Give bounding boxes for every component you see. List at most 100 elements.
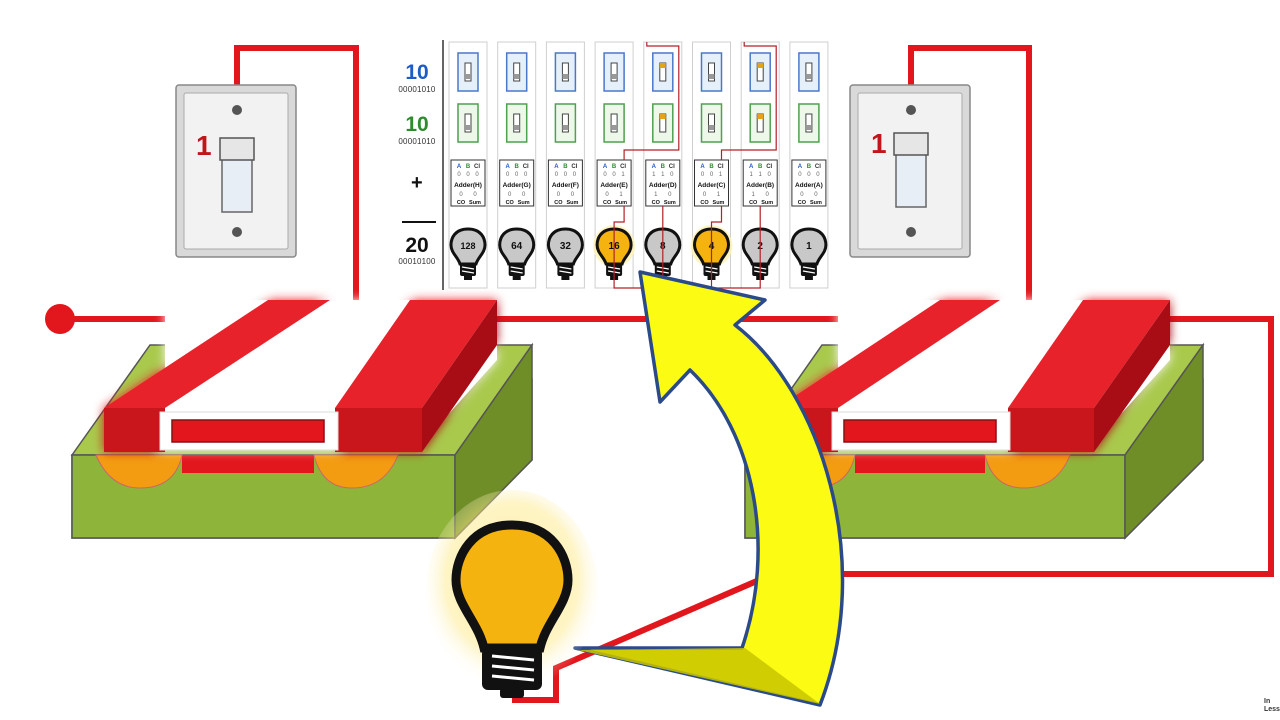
large-light-bulb (426, 490, 598, 698)
operand-b-value: 10 (405, 113, 429, 136)
carry-wires (613, 42, 777, 289)
adder-header-ci: CI (523, 164, 529, 170)
adder-header-ci: CI (571, 164, 577, 170)
adder-header-b: B (515, 164, 520, 170)
adder-header-co: CO (506, 200, 515, 206)
sum-bits: 00010100 (398, 257, 436, 266)
adder-header-b: B (563, 164, 568, 170)
adder-header-co: CO (749, 200, 758, 206)
adder-in-a: 0 (457, 172, 461, 178)
left-wall-switch[interactable] (175, 84, 297, 258)
adder-header-ci: CI (669, 164, 675, 170)
adder-in-ci: 0 (573, 172, 577, 178)
adder-header-co: CO (554, 200, 563, 206)
adder-in-b: 0 (710, 172, 714, 178)
adder-in-a: 1 (750, 172, 754, 178)
adder-header-co: CO (700, 200, 709, 206)
adder-header-sum: Sum (810, 200, 822, 206)
adder-header-co: CO (603, 200, 612, 206)
adder-out-sum: 1 (619, 192, 623, 198)
adder-header-ci: CI (718, 164, 724, 170)
input-terminal (45, 304, 75, 334)
right-wall-switch[interactable] (849, 84, 971, 258)
adder-in-ci: 0 (524, 172, 528, 178)
adder-in-a: 0 (798, 172, 802, 178)
bulb-value-label: 32 (560, 241, 572, 252)
sum-value: 20 (405, 234, 429, 257)
adder-in-b: 1 (661, 172, 665, 178)
adder-box (547, 159, 583, 207)
adder-header-sum: Sum (713, 200, 725, 206)
wire-right-switch-top (908, 45, 1032, 300)
wire-left-switch-top (234, 45, 359, 300)
adder-out-sum: 0 (522, 192, 526, 198)
adder-out-sum: 0 (814, 192, 818, 198)
adder-in-ci: 0 (768, 172, 772, 178)
adder-header-b: B (709, 164, 714, 170)
adder-in-b: 0 (564, 172, 568, 178)
adder-in-ci: 0 (475, 172, 479, 178)
adder-in-a: 1 (652, 172, 656, 178)
adder-out-co: 0 (459, 192, 463, 198)
adder-header-sum: Sum (664, 200, 676, 206)
pointer-arrow (573, 270, 845, 707)
adder-header-b: B (466, 164, 471, 170)
adder-label: Adder(B) (746, 182, 774, 189)
left-switch-state: 1 (196, 130, 212, 161)
adder-out-sum: 0 (473, 192, 477, 198)
adder-label: Adder(G) (503, 182, 531, 189)
adder-header-a: A (506, 164, 511, 170)
adder-header-b: B (661, 164, 666, 170)
adder-header-co: CO (798, 200, 807, 206)
adder-label: Adder(H) (454, 182, 482, 189)
adder-out-co: 0 (508, 192, 512, 198)
adder-in-b: 0 (515, 172, 519, 178)
adder-out-co: 0 (800, 192, 804, 198)
adder-box (694, 159, 729, 207)
adder-out-co: 0 (557, 192, 561, 198)
output-bulb: 128 (449, 227, 487, 280)
bulb-value-label: 64 (511, 241, 523, 252)
output-bulb: 1 (790, 227, 828, 280)
adder-out-sum: 0 (766, 192, 770, 198)
adder-label: Adder(F) (552, 182, 579, 189)
adder-out-co: 1 (654, 192, 658, 198)
adder-header-ci: CI (474, 164, 480, 170)
adder-in-a: 0 (603, 172, 607, 178)
adder-header-b: B (612, 164, 617, 170)
adder-header-sum: Sum (761, 200, 773, 206)
adder-label: Adder(E) (600, 182, 627, 189)
adder-out-co: 0 (703, 192, 707, 198)
adder-in-b: 1 (759, 172, 763, 178)
adder-header-a: A (457, 164, 462, 170)
adder-header-a: A (749, 164, 754, 170)
adder-out-sum: 1 (717, 192, 721, 198)
adder-header-ci: CI (766, 164, 772, 170)
adder-out-sum: 0 (668, 192, 672, 198)
adder-label: Adder(A) (795, 182, 823, 189)
right-switch-state: 1 (871, 128, 887, 159)
adder-in-a: 0 (701, 172, 705, 178)
adder-header-ci: CI (620, 164, 626, 170)
adder-header-sum: Sum (518, 200, 530, 206)
adder-in-ci: 0 (816, 172, 820, 178)
adder-header-a: A (798, 164, 803, 170)
adder-box (450, 159, 486, 207)
adder-header-co: CO (652, 200, 661, 206)
adder-label: Adder(C) (698, 182, 726, 189)
bulb-value-label: 1 (806, 241, 812, 252)
adder-header-co: CO (457, 200, 466, 206)
adder-header-b: B (807, 164, 812, 170)
adder-box (645, 159, 681, 207)
operand-b-bits: 00001010 (398, 137, 436, 146)
adder-header-a: A (603, 164, 608, 170)
